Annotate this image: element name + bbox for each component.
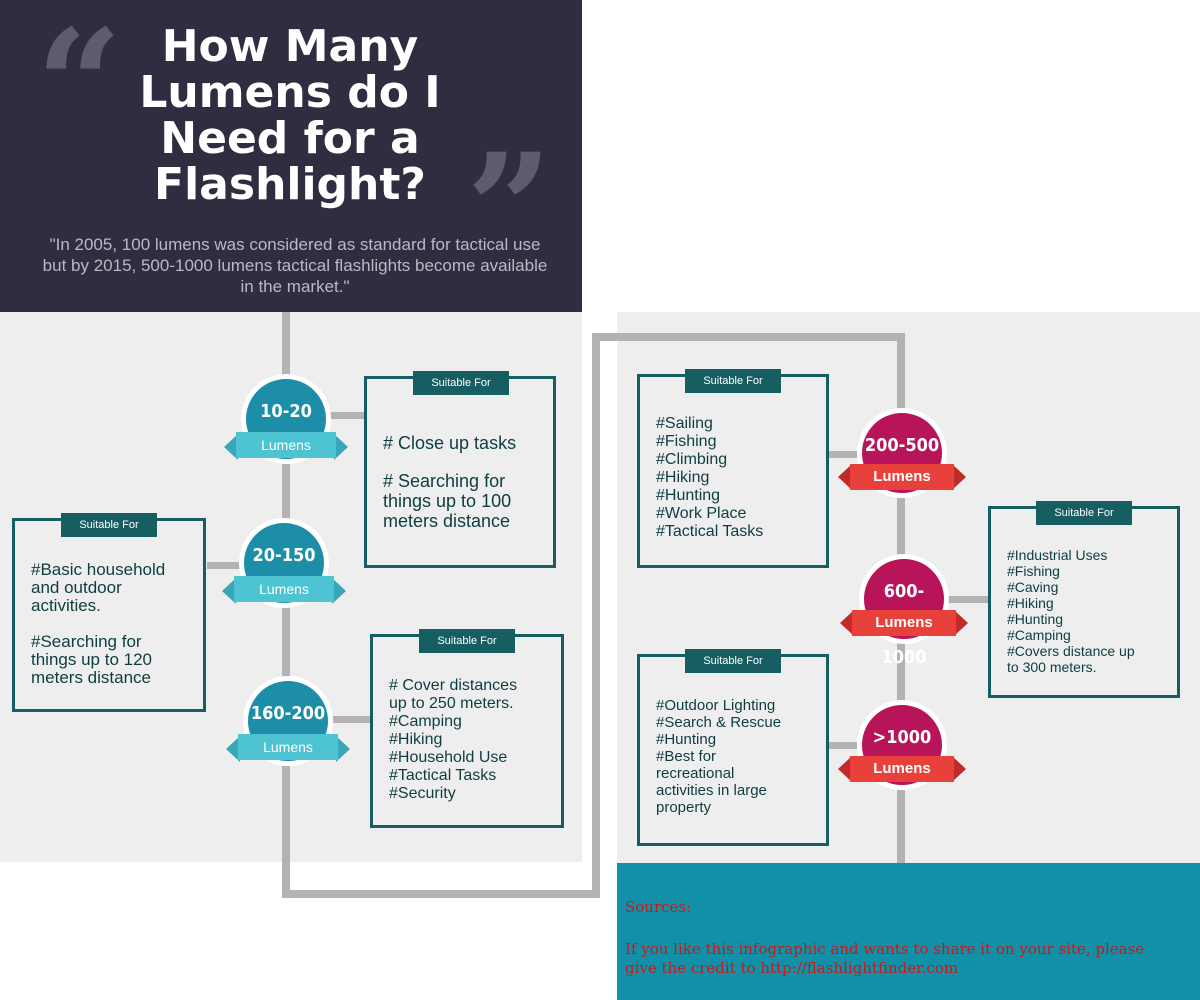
ribbon-tail (226, 736, 240, 762)
ribbon-tail (336, 736, 350, 762)
use-line: # Searching for (383, 471, 506, 491)
use-line: #Caving (1007, 579, 1059, 595)
use-line: # Close up tasks (383, 433, 517, 453)
suitable-for-tag: Suitable For (419, 629, 515, 653)
suitable-for-tag: Suitable For (413, 371, 509, 395)
use-line: #Fishing (1007, 563, 1060, 579)
ribbon-tail (224, 434, 238, 460)
suitable-for-tag: Suitable For (685, 649, 781, 673)
use-box-20-150: Suitable For #Basic household and outdoo… (12, 513, 206, 712)
page-title: How Many Lumens do I Need for a Flashlig… (139, 21, 441, 210)
use-line: #Sailing (656, 415, 713, 432)
use-box-160-200: Suitable For # Cover distances up to 250… (370, 629, 564, 828)
suitable-for-tag: Suitable For (61, 513, 157, 537)
connector-top (592, 333, 905, 341)
use-line (31, 615, 193, 633)
use-line: #Work Place (656, 505, 747, 522)
ribbon-tail (952, 464, 966, 490)
use-line: #Searching for (31, 632, 142, 651)
ribbon-tail (222, 578, 236, 604)
use-line: # Cover distances (389, 677, 518, 694)
suitable-for-tag: Suitable For (1036, 501, 1132, 525)
lumen-badge-gt-1000: >1000 Lumens (838, 700, 966, 792)
use-line: meters distance (383, 511, 511, 531)
stub-gt-1000 (826, 742, 858, 749)
ribbon-tail (332, 578, 346, 604)
credit-text-line: give the credit to http://flashlightfind… (625, 959, 959, 977)
ribbon-tail (952, 756, 966, 782)
credit-text-line: If you like this infographic and wants t… (625, 940, 1145, 958)
use-line: #Tactical Tasks (656, 523, 764, 540)
use-line: #Hunting (656, 731, 717, 748)
use-line: up to 250 meters. (389, 695, 514, 712)
lumens-ribbon: Lumens (852, 610, 956, 636)
lumens-ribbon: Lumens (234, 576, 334, 602)
ribbon-tail (334, 434, 348, 460)
use-box-10-20: Suitable For # Close up tasks # Searchin… (364, 371, 556, 568)
use-box-200-500: Suitable For #Sailing #Fishing #Climbing… (637, 369, 829, 568)
use-line: #Hiking (389, 731, 443, 748)
lumens-ribbon: Lumens (236, 432, 336, 458)
use-line: activities in large (656, 782, 767, 799)
use-line: things up to 100 (383, 491, 512, 511)
ribbon-tail (838, 464, 852, 490)
lumen-badge-10-20: 10-20 Lumens (224, 374, 348, 470)
lumen-badge-20-150: 20-150 Lumens (222, 518, 346, 614)
use-line: #Camping (1007, 627, 1071, 643)
lumens-ribbon: Lumens (850, 464, 954, 490)
lumen-badge-600-1000: 600-1000 Lumens (840, 554, 968, 668)
header-banner (0, 0, 582, 312)
close-quote-icon: ” (466, 121, 553, 297)
use-box-600-1000: Suitable For #Industrial Uses #Fishing #… (988, 501, 1180, 698)
use-line: #Fishing (656, 433, 717, 450)
lumens-ribbon: Lumens (850, 756, 954, 782)
use-line: #Industrial Uses (1007, 547, 1108, 563)
lumens-ribbon: Lumens (238, 734, 338, 760)
lumen-badge-200-500: 200-500 Lumens (838, 408, 966, 500)
lumen-badge-160-200: 160-200 Lumens (226, 676, 350, 772)
stub-200-500 (828, 451, 858, 458)
use-line: #Outdoor Lighting (656, 697, 776, 714)
footer-banner (617, 863, 1200, 1000)
open-quote-icon: “ (36, 0, 123, 173)
use-line: #Covers distance up (1007, 643, 1135, 659)
use-line: #Household Use (389, 749, 508, 766)
sources-label: Sources: (625, 898, 692, 916)
ribbon-tail (840, 610, 854, 636)
use-line: #Hunting (1007, 611, 1064, 627)
use-line: things up to 120 (31, 650, 152, 669)
use-line: recreational (656, 765, 735, 782)
use-line: property (656, 799, 712, 816)
use-line: #Security (389, 785, 456, 802)
connector-middle-vertical (592, 333, 600, 898)
ribbon-tail (838, 756, 852, 782)
use-line: #Hiking (656, 469, 710, 486)
stub-600-1000 (948, 596, 988, 603)
stub-160-200 (333, 716, 371, 723)
use-line: #Climbing (656, 451, 728, 468)
stub-10-20 (330, 412, 366, 419)
use-line: #Tactical Tasks (389, 767, 497, 784)
ribbon-tail (954, 610, 968, 636)
suitable-for-tag: Suitable For (685, 369, 781, 393)
use-line: to 300 meters. (1007, 659, 1097, 675)
use-line: #Hiking (1007, 595, 1054, 611)
use-line: #Best for (656, 748, 717, 765)
use-box-gt-1000: Suitable For #Outdoor Lighting #Search &… (637, 649, 829, 846)
page-subtitle: "In 2005, 100 lumens was considered as s… (42, 235, 548, 296)
stub-20-150 (207, 562, 241, 569)
use-line (383, 453, 543, 471)
use-line: #Hunting (656, 487, 721, 504)
connector-bottom (282, 890, 596, 898)
use-line: #Basic household (31, 560, 166, 579)
use-line: #Camping (389, 713, 462, 730)
use-line: and outdoor (31, 578, 122, 597)
use-line: meters distance (31, 668, 151, 687)
use-line: activities. (31, 596, 101, 615)
use-line: #Search & Rescue (656, 714, 782, 731)
